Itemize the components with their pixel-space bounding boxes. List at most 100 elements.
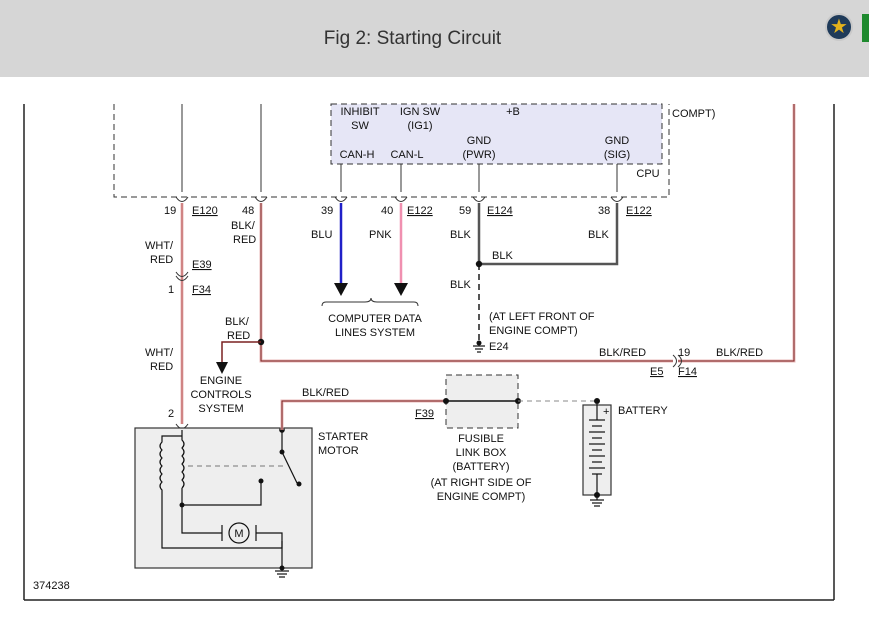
wire-label-blk-red-h1: BLK/RED xyxy=(599,347,646,359)
pin-59: 59 xyxy=(459,205,471,217)
ground-icon-battery xyxy=(590,498,604,507)
pin-19: 19 xyxy=(164,205,176,217)
favorite-button[interactable]: ★ xyxy=(825,13,853,41)
fusible-label-1: FUSIBLE xyxy=(458,433,504,445)
contact-dot xyxy=(258,478,264,484)
wire-label-blk-red-1a: BLK/ xyxy=(231,220,256,232)
gnd-sig-label-2: (SIG) xyxy=(604,149,630,161)
wire-label-blk-red-h3: BLK/RED xyxy=(302,387,349,399)
side-tab[interactable] xyxy=(862,14,869,42)
plus-b-label: +B xyxy=(506,106,520,118)
wire-blk-ground xyxy=(477,203,619,266)
engine-controls-1: ENGINE xyxy=(200,375,242,387)
starter-ground-dot xyxy=(279,565,285,571)
compt-label: COMPT) xyxy=(672,108,715,120)
pin-38: 38 xyxy=(598,205,610,217)
connector-e39-f34 xyxy=(175,271,189,281)
pin-48: 48 xyxy=(242,205,254,217)
conn-f39: F39 xyxy=(415,408,434,420)
motor-icon xyxy=(221,522,257,544)
connector-e5-f14 xyxy=(672,354,682,368)
wire-to-engine-controls xyxy=(221,341,261,364)
starter-label-2: MOTOR xyxy=(318,445,359,457)
battery-label: BATTERY xyxy=(618,405,668,417)
conn-e122-b: E122 xyxy=(626,205,652,217)
inhibit-label-2: SW xyxy=(351,120,369,132)
wire-label-blk-red-h2: BLK/RED xyxy=(716,347,763,359)
wire-label-wht-red-2a: WHT/ xyxy=(145,347,174,359)
ign-label-2: (IG1) xyxy=(407,120,432,132)
wire-label-blk-4: BLK xyxy=(450,279,471,291)
ground-icon-e24 xyxy=(473,345,485,353)
star-icon: ★ xyxy=(830,16,848,38)
wire-blk-red-48 xyxy=(259,104,796,363)
wire-blk-red-fusible xyxy=(280,399,446,430)
wire-label-blk-2: BLK xyxy=(588,229,609,241)
conn-e122-a: E122 xyxy=(407,205,433,217)
starter-coils xyxy=(159,430,283,549)
coil-dot xyxy=(179,502,185,508)
conn-pin-1: 1 xyxy=(168,284,174,296)
fusible-label-5: ENGINE COMPT) xyxy=(437,491,526,503)
computer-data-2: LINES SYSTEM xyxy=(335,327,415,339)
wire-label-pnk: PNK xyxy=(369,229,392,241)
inhibit-label-1: INHIBIT xyxy=(340,106,379,118)
engine-controls-2: CONTROLS xyxy=(190,389,251,401)
conn-f14: F14 xyxy=(678,366,697,378)
ground-icon-starter xyxy=(275,570,289,578)
gnd-pwr-label-1: GND xyxy=(467,135,492,147)
ign-label-1: IGN SW xyxy=(400,106,441,118)
page-title: Fig 2: Starting Circuit xyxy=(323,28,502,49)
arrow-engine-controls xyxy=(216,362,228,374)
wire-label-blk-red-2a: BLK/ xyxy=(225,316,250,328)
switch-pivot-dot xyxy=(279,449,285,455)
wire-label-wht-red-2b: RED xyxy=(150,361,173,373)
ground-e24-dot xyxy=(476,340,482,346)
pin-40: 40 xyxy=(381,205,393,217)
module-box xyxy=(113,103,670,198)
battery-plus: + xyxy=(603,406,609,418)
bracket-data-lines xyxy=(321,297,419,307)
arrow-blu xyxy=(334,283,348,296)
ground-splice-dot xyxy=(475,260,483,268)
wire-label-wht-red-1b: RED xyxy=(150,254,173,266)
conn-e124: E124 xyxy=(487,205,513,217)
switch-contact-dot xyxy=(296,481,302,487)
conn-e39: E39 xyxy=(192,259,212,271)
wire-label-blk-red-2b: RED xyxy=(227,330,250,342)
left-front-1: (AT LEFT FRONT OF xyxy=(489,311,595,323)
can-l-label: CAN-L xyxy=(390,149,423,161)
diagram-frame xyxy=(23,104,835,601)
connector-pins xyxy=(175,196,624,202)
pin-39: 39 xyxy=(321,205,333,217)
header-bar: Fig 2: Starting Circuit ★ xyxy=(0,0,869,77)
engine-controls-3: SYSTEM xyxy=(198,403,243,415)
wire-label-blk-3: BLK xyxy=(492,250,513,262)
battery-terminal-top xyxy=(594,398,600,404)
fusible-label-4: (AT RIGHT SIDE OF xyxy=(431,477,532,489)
computer-data-1: COMPUTER DATA xyxy=(328,313,422,325)
conn-pin-2: 2 xyxy=(168,408,174,420)
conn-f34: F34 xyxy=(192,284,211,296)
wire-label-blk-1: BLK xyxy=(450,229,471,241)
starter-label-1: STARTER xyxy=(318,431,368,443)
gnd-pwr-label-2: (PWR) xyxy=(463,149,496,161)
cpu-label: CPU xyxy=(636,168,659,180)
conn-e24: E24 xyxy=(489,341,509,353)
fusible-label-2: LINK BOX xyxy=(456,447,507,459)
starter-switch xyxy=(281,430,298,484)
conn-pin-19b: 19 xyxy=(678,347,690,359)
figure-id: 374238 xyxy=(33,580,70,592)
can-h-label: CAN-H xyxy=(340,149,375,161)
wire-label-blk-red-1b: RED xyxy=(233,234,256,246)
conn-e5: E5 xyxy=(650,366,663,378)
left-front-2: ENGINE COMPT) xyxy=(489,325,578,337)
gnd-sig-label-1: GND xyxy=(605,135,630,147)
arrow-pnk xyxy=(394,283,408,296)
battery-cells xyxy=(589,404,605,496)
battery-terminal-bottom xyxy=(594,492,600,498)
wire-label-wht-red-1a: WHT/ xyxy=(145,240,174,252)
conn-e120: E120 xyxy=(192,205,218,217)
module-internal-lines xyxy=(181,104,618,192)
